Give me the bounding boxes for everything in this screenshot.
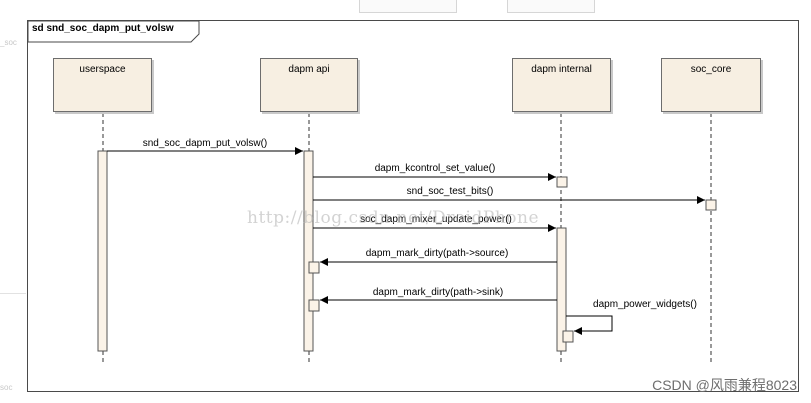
message-label-put-volsw: snd_soc_dapm_put_volsw() <box>142 138 268 149</box>
activation-dapm-internal-main <box>556 227 567 352</box>
lifeline-dapm-api: dapm api <box>260 58 358 112</box>
message-label-mark-dirty-sink: dapm_mark_dirty(path->sink) <box>372 287 504 298</box>
background-box-1 <box>359 0 457 13</box>
activation-dapm-api-mark-source <box>308 261 320 274</box>
activation-soc-core-test-bits <box>705 199 717 211</box>
background-fragment-text-2: soc <box>0 383 13 392</box>
frame-label-tab <box>27 20 200 43</box>
activation-dapm-internal-power-widgets <box>562 330 574 343</box>
activation-dapm-internal-set-value <box>556 176 568 188</box>
sequence-frame <box>27 20 799 392</box>
background-divider <box>0 293 26 294</box>
message-label-mark-dirty-source: dapm_mark_dirty(path->source) <box>365 248 509 259</box>
csdn-credit: CSDN @风雨兼程8023 <box>652 377 797 393</box>
message-label-mixer-update-power: soc_dapm_mixer_update_power() <box>360 214 512 225</box>
frame-label: sd snd_soc_dapm_put_volsw <box>32 23 174 34</box>
background-fragment-text: _soc <box>0 38 17 47</box>
message-label-power-widgets: dapm_power_widgets() <box>593 299 697 310</box>
lifeline-soc-core: soc_core <box>661 58 761 112</box>
lifeline-dapm-internal: dapm internal <box>512 58 611 112</box>
blog-watermark: http://blog.csdn.net/DroidPhone <box>247 208 540 228</box>
activation-userspace <box>97 150 108 352</box>
message-arrow-power-widgets <box>566 315 613 335</box>
background-box-2 <box>507 0 595 13</box>
activation-dapm-api <box>303 150 314 352</box>
message-label-test-bits: snd_soc_test_bits() <box>406 186 494 197</box>
message-label-kcontrol-set-value: dapm_kcontrol_set_value() <box>374 163 496 174</box>
activation-dapm-api-mark-sink <box>308 299 320 312</box>
lifeline-userspace: userspace <box>53 58 152 112</box>
